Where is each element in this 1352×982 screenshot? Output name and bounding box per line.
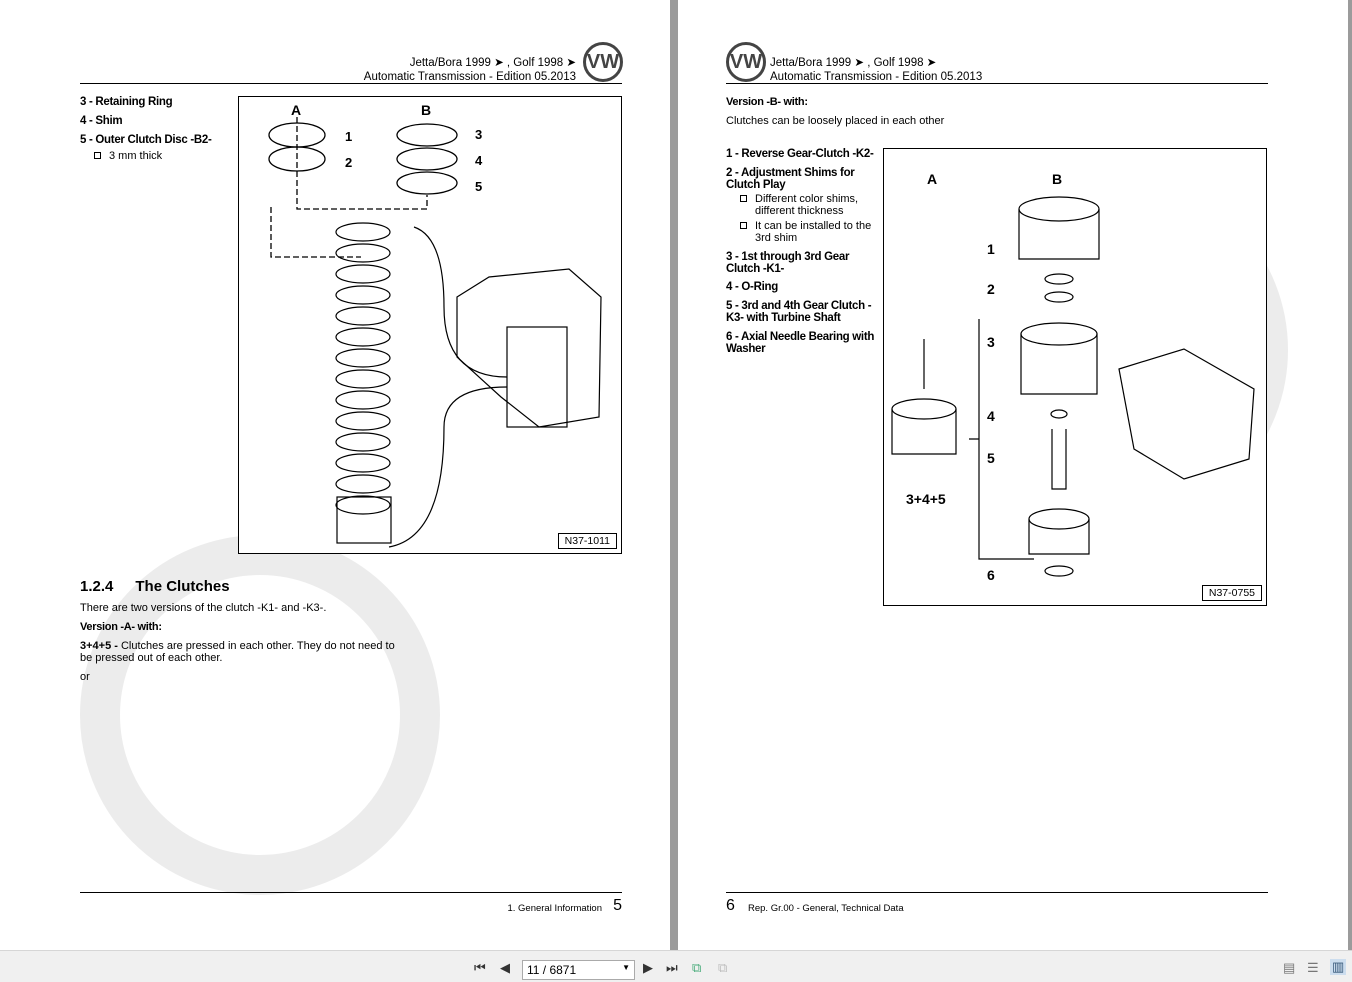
back-view-button[interactable]: ⧉ xyxy=(692,960,702,975)
legend-item: 2 - Adjustment Shims for Clutch Play xyxy=(726,167,855,191)
clutch-disc xyxy=(335,327,391,347)
page-header: Jetta/Bora 1999 ➤ , Golf 1998 ➤ Automati… xyxy=(364,56,576,84)
clutch-diagram-drawing: A B 1 2 3 4 5 xyxy=(268,102,602,548)
clutch-disc xyxy=(335,243,391,263)
svg-text:3: 3 xyxy=(475,127,482,142)
clutch-disc xyxy=(335,222,391,242)
exploded-diagram: A B 1 2 3 4 5 6 3+4+5 N37-0755 xyxy=(883,148,1267,606)
version-b-label: Version -B- with: xyxy=(726,96,808,108)
svg-text:4: 4 xyxy=(475,153,483,168)
svg-text:A: A xyxy=(291,102,301,118)
viewer-toolbar xyxy=(0,950,1352,982)
paragraph: Clutches can be loosely placed in each o… xyxy=(726,115,945,127)
exploded-diagram: A B 1 2 3 4 5 N37-1011 xyxy=(238,96,622,554)
header-edition: Automatic Transmission - Edition 05.2013 xyxy=(363,71,576,83)
previous-page-button[interactable]: ◀ xyxy=(500,960,510,975)
version-a-label: Version -A- with: xyxy=(80,621,162,633)
clutch-diagram-drawing: A B 1 2 3 4 5 6 3+4+5 xyxy=(891,171,1255,583)
legend-item: 4 - Shim xyxy=(80,115,123,127)
clutch-disc xyxy=(335,348,391,368)
paragraph: or xyxy=(80,671,90,683)
figure-label: N37-1011 xyxy=(557,533,617,549)
legend-item: 6 - Axial Needle Bearing with Washer xyxy=(726,331,875,355)
legend-item: 5 - Outer Clutch Disc -B2- xyxy=(80,134,212,146)
page-number: 5 xyxy=(613,897,622,914)
legend-item: 5 - 3rd and 4th Gear Clutch - K3- with T… xyxy=(726,300,872,324)
clutch-disc xyxy=(335,285,391,305)
legend-item: 1 - Reverse Gear-Clutch -K2- xyxy=(726,148,874,160)
footer-rule xyxy=(80,892,622,893)
legend-item: 4 - O-Ring xyxy=(726,281,778,293)
first-page-button[interactable]: ⏮ xyxy=(474,960,486,975)
clutch-disc xyxy=(335,369,391,389)
footer-text: Rep. Gr.00 - General, Technical Data xyxy=(748,903,904,914)
footer-text: 1. General Information xyxy=(507,903,602,914)
svg-text:2: 2 xyxy=(987,281,995,297)
clutch-disc xyxy=(335,432,391,452)
svg-text:2: 2 xyxy=(345,155,352,170)
figure-label: N37-0755 xyxy=(1201,585,1262,601)
single-page-view-button[interactable]: ▤ xyxy=(1283,960,1296,975)
svg-text:5: 5 xyxy=(475,179,482,194)
legend-subitem: Different color shims, different thickne… xyxy=(740,193,880,217)
svg-text:5: 5 xyxy=(987,450,995,466)
clutch-disc xyxy=(335,390,391,410)
legend-subitem: 3 mm thick xyxy=(94,150,162,162)
two-page-view-button[interactable]: ▥ xyxy=(1330,959,1347,975)
svg-text:B: B xyxy=(421,102,431,118)
last-page-button[interactable]: ⏭ xyxy=(666,960,678,975)
pdf-page-6: VW Jetta/Bora 1999 ➤ , Golf 1998 ➤ Autom… xyxy=(678,0,1348,950)
clutch-disc xyxy=(335,474,391,494)
clutch-disc xyxy=(335,453,391,473)
vw-logo: VW xyxy=(726,42,766,82)
paragraph: 3+4+5 - Clutches are pressed in each oth… xyxy=(80,640,395,664)
pdf-page-5: Jetta/Bora 1999 ➤ , Golf 1998 ➤ Automati… xyxy=(0,0,670,950)
legend-item: 3 - Retaining Ring xyxy=(80,96,173,108)
paragraph: There are two versions of the clutch -K1… xyxy=(80,602,327,614)
svg-text:1: 1 xyxy=(987,241,995,257)
clutch-disc xyxy=(335,495,391,515)
forward-view-button[interactable]: ⧉ xyxy=(718,960,728,975)
legend-item: 3 - 1st through 3rd Gear Clutch -K1- xyxy=(726,251,850,275)
svg-text:B: B xyxy=(1052,171,1062,187)
vw-logo: VW xyxy=(583,42,623,82)
header-rule xyxy=(80,83,622,84)
legend-subitem: It can be installed to the 3rd shim xyxy=(740,220,880,244)
clutch-disc xyxy=(335,264,391,284)
svg-text:3+4+5: 3+4+5 xyxy=(906,491,946,507)
page-number-input[interactable]: 11 / 6871▼ xyxy=(522,960,635,980)
svg-text:3: 3 xyxy=(987,334,995,350)
clutch-disc xyxy=(335,306,391,326)
next-page-button[interactable]: ▶ xyxy=(643,960,653,975)
header-models: Jetta/Bora 1999 ➤ , Golf 1998 ➤ xyxy=(770,57,937,69)
clutch-disc xyxy=(335,411,391,431)
svg-text:4: 4 xyxy=(987,408,995,424)
header-edition: Automatic Transmission - Edition 05.2013 xyxy=(770,71,983,83)
header-models: Jetta/Bora 1999 ➤ , Golf 1998 ➤ xyxy=(409,57,576,69)
svg-text:1: 1 xyxy=(345,129,352,144)
dropdown-arrow-icon: ▼ xyxy=(622,963,630,972)
svg-text:6: 6 xyxy=(987,567,995,583)
svg-text:A: A xyxy=(927,171,937,187)
continuous-view-button[interactable]: ☰ xyxy=(1307,960,1319,975)
header-rule xyxy=(726,83,1268,84)
footer-rule xyxy=(726,892,1268,893)
page-header: Jetta/Bora 1999 ➤ , Golf 1998 ➤ Automati… xyxy=(770,56,982,84)
page-number: 6 xyxy=(726,897,735,914)
